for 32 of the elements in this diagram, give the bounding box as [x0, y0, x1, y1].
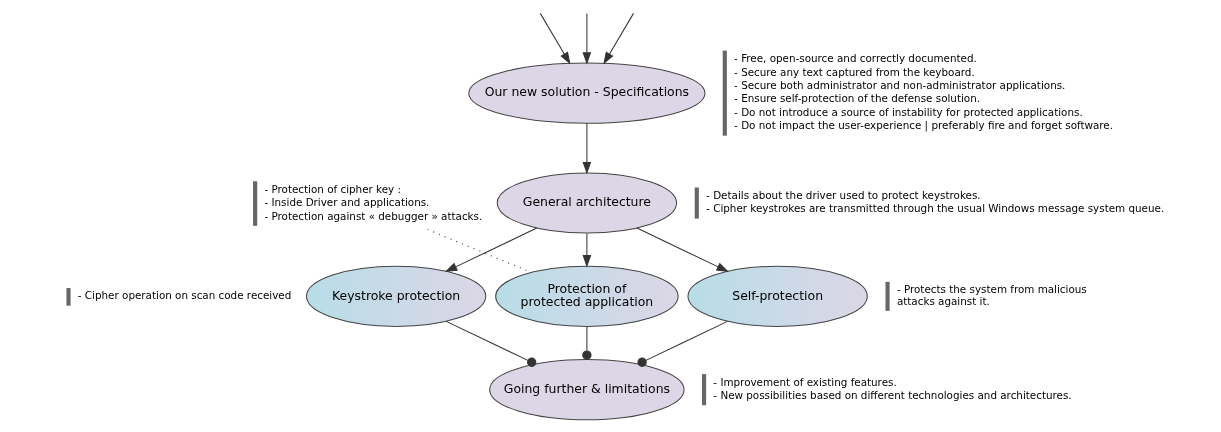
node-ellipse: General architecture — [496, 172, 677, 234]
arrow — [582, 122, 591, 175]
connector — [445, 320, 536, 367]
node-label: - Do not introduce a source of instability for protected applications. — [733, 105, 1083, 118]
node-label: - Ensure self-protection of the defense solution. — [733, 92, 980, 105]
arrow — [582, 232, 591, 268]
node-label: - Do not impact the user-experience | preferably fire and forget software. — [733, 119, 1113, 132]
node-label: - Protection against « debugger » attacks. — [263, 209, 482, 222]
arrow — [636, 227, 729, 272]
node-label: - Cipher keystrokes are transmitted through the usual Windows message system queue. — [705, 202, 1164, 215]
connector — [581, 326, 592, 360]
node-box — [252, 181, 257, 226]
node-label: - Cipher operation on scan code received — [77, 289, 291, 302]
node-ellipse: Self-protection — [686, 265, 868, 327]
arrow — [539, 12, 570, 65]
node-label: - Free, open-source and correctly documented. — [733, 52, 977, 65]
connector — [426, 228, 532, 273]
node-ellipse: Our new solution - Specifications — [467, 62, 706, 124]
node-label: - Secure both administrator and non-administrator applications. — [733, 79, 1065, 91]
node-label: - Protects the system from malicious attacks against it. — [896, 283, 1087, 307]
arrow — [582, 12, 591, 65]
connector — [636, 320, 728, 367]
arrow — [602, 12, 634, 65]
node-label: - Secure any text captured from the keyboard. — [733, 65, 975, 78]
node-label: - Improvement of existing features. — [712, 375, 897, 388]
node-ellipse: Protection of protected application — [494, 265, 679, 327]
node-label: - Details about the driver used to protect keystrokes. — [705, 188, 981, 201]
node-label: - Inside Driver and applications. — [263, 196, 429, 209]
node-label: - New possibilities based on different technologies and architectures. — [712, 388, 1072, 401]
arrow — [444, 227, 537, 272]
node-ellipse: Keystroke protection — [305, 265, 486, 327]
node-label: - Protection of cipher key : — [263, 182, 401, 195]
